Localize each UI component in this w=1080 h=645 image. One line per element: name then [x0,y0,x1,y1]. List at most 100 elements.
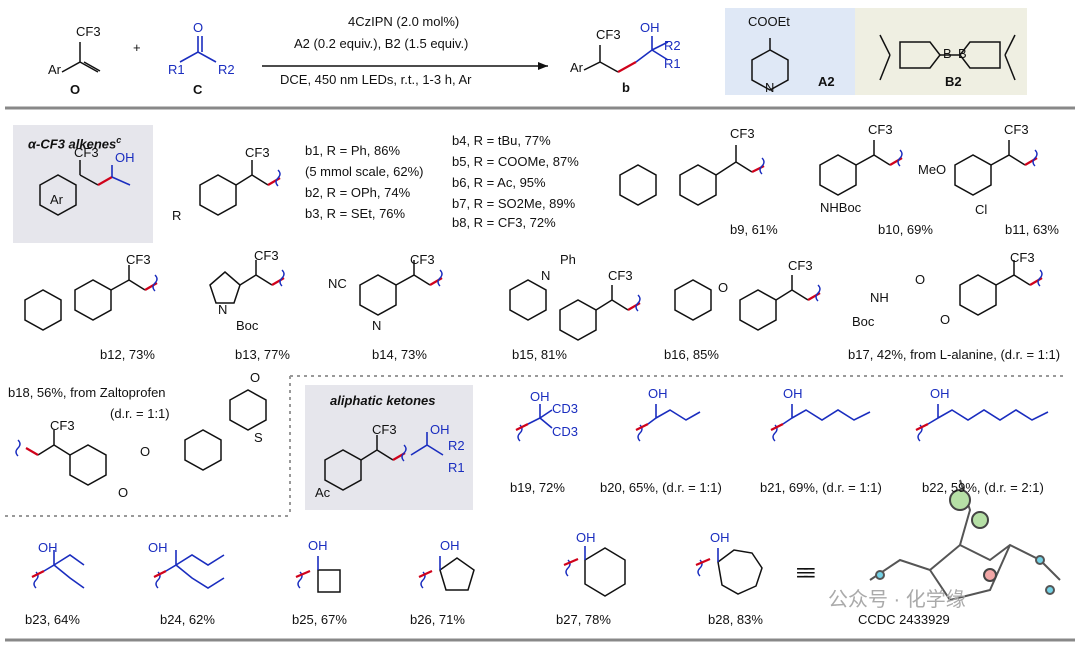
ring-b16-b [739,289,777,331]
b9-cf3: CF3 [730,126,755,141]
b19-cd3-a: CD3 [552,401,579,416]
b14-cf3: CF3 [410,252,435,267]
conditions-line-3: DCE, 450 nm LEDs, r.t., 1-3 h, Ar [280,72,472,87]
b27-oh: OH [576,530,596,545]
entry-b16: b16, 85% [664,347,719,362]
b10-cf3: CF3 [868,122,893,137]
entry-b9: b9, 61% [730,222,778,237]
ring-b27 [584,547,626,597]
entry-b15: b15, 81% [512,347,567,362]
reagent-O-label: O [70,82,81,97]
reagent-C-r1: R1 [168,62,185,77]
ring-b15-b [559,299,597,341]
entry-b14: b14, 73% [372,347,427,362]
aliphatic-panel [305,385,473,510]
b18-cf3: CF3 [50,418,75,433]
entry-b18-dr: (d.r. = 1:1) [110,406,170,421]
b2-label: B2 [945,74,962,89]
a2-n: N [765,80,775,95]
reagent-C-label: C [193,82,203,97]
ring-b12-b [74,279,112,321]
b10-nhboc: NHBoc [820,200,862,215]
b1-r: R [172,208,182,223]
ring-b11 [954,154,992,196]
equivalence-symbol: ≡≡ [796,560,816,585]
reagent-C-r2: R2 [218,62,235,77]
entry-b13: b13, 77% [235,347,290,362]
entry-b17: b17, 42%, from L-alanine, (d.r. = 1:1) [848,347,1061,362]
a2-coet: COOEt [748,14,790,29]
b2-boron-2: B [958,46,967,61]
ring-b17 [959,274,997,316]
aliphatic-r1: R1 [448,460,465,475]
ccdc-label: CCDC 2433929 [858,612,950,627]
b23-oh: OH [38,540,58,555]
b2-panel [855,8,1027,95]
b12-cf3: CF3 [126,252,151,267]
ring-b18-b [184,429,222,471]
ring-b18-c [229,389,267,431]
a2-label: A2 [818,74,835,89]
entry-b25: b25, 67% [292,612,347,627]
ring-b28 [717,549,763,595]
ring-b18-a [69,444,107,486]
b19-oh: OH [530,389,550,404]
entry-b18: b18, 56%, from Zaltoprofen [8,385,166,400]
product-r1: R1 [664,56,681,71]
ring-b26 [439,557,475,591]
entry-b11: b11, 63% [1005,222,1059,237]
ring-b14 [359,274,397,316]
entry-b22: b22, 59%, (d.r. = 2:1) [922,480,1044,495]
b25-oh: OH [308,538,328,553]
entry-b2: b2, R = OPh, 74% [305,185,411,200]
entry-b28: b28, 83% [708,612,763,627]
b2-structure [879,34,1016,81]
b11-cl: Cl [975,202,988,217]
reagent-O-cf3: CF3 [76,24,101,39]
b18-o: O [118,485,129,500]
aliphatic-oh: OH [430,422,450,437]
a2-structure [751,38,789,91]
aliphatic-title: aliphatic ketones [330,393,436,408]
product-label: b [622,80,630,95]
b26-oh: OH [440,538,460,553]
alkenes-ar: Ar [50,192,63,207]
b14-n: N [372,318,382,333]
conditions-line-1: 4CzIPN (2.0 mol%) [348,14,460,29]
b18-o2: O [140,444,151,459]
entry-b26: b26, 71% [410,612,465,627]
aliphatic-cf3: CF3 [372,422,397,437]
alkenes-oh: OH [115,150,135,165]
product-cf3: CF3 [596,27,621,42]
aliphatic-r2: R2 [448,438,465,453]
b28-oh: OH [710,530,730,545]
product-oh: OH [640,20,660,35]
b11-meo: MeO [918,162,947,177]
b13-cf3: CF3 [254,248,279,263]
b13-boc: Boc [236,318,259,333]
entry-b21: b21, 69%, (d.r. = 1:1) [760,480,882,495]
a2-panel [725,8,855,95]
b11-cf3: CF3 [1004,122,1029,137]
entry-b5: b5, R = COOMe, 87% [452,154,579,169]
entry-b20: b20, 65%, (d.r. = 1:1) [600,480,722,495]
ring-b13 [209,271,241,304]
alkenes-title: α-CF3 alkenesc [28,135,122,152]
b15-n: N [541,268,551,283]
b13-n: N [218,302,228,317]
b17-nh: NH [870,290,889,305]
conditions-line-2: A2 (0.2 equiv.), B2 (1.5 equiv.) [294,36,469,51]
crystal-structure [869,479,1061,602]
ring-b10 [819,154,857,196]
b22-oh: OH [930,386,950,401]
entry-b12: b12, 73% [100,347,155,362]
ring-b9-b [679,164,717,206]
ring-b16-a [674,279,712,321]
b24-oh: OH [148,540,168,555]
b17-o2: O [940,312,951,327]
svg-text:O: O [193,20,203,35]
ring-b9-a [619,164,657,206]
reagent-O-structure [61,42,101,73]
reagent-C-structure: O [179,20,217,63]
